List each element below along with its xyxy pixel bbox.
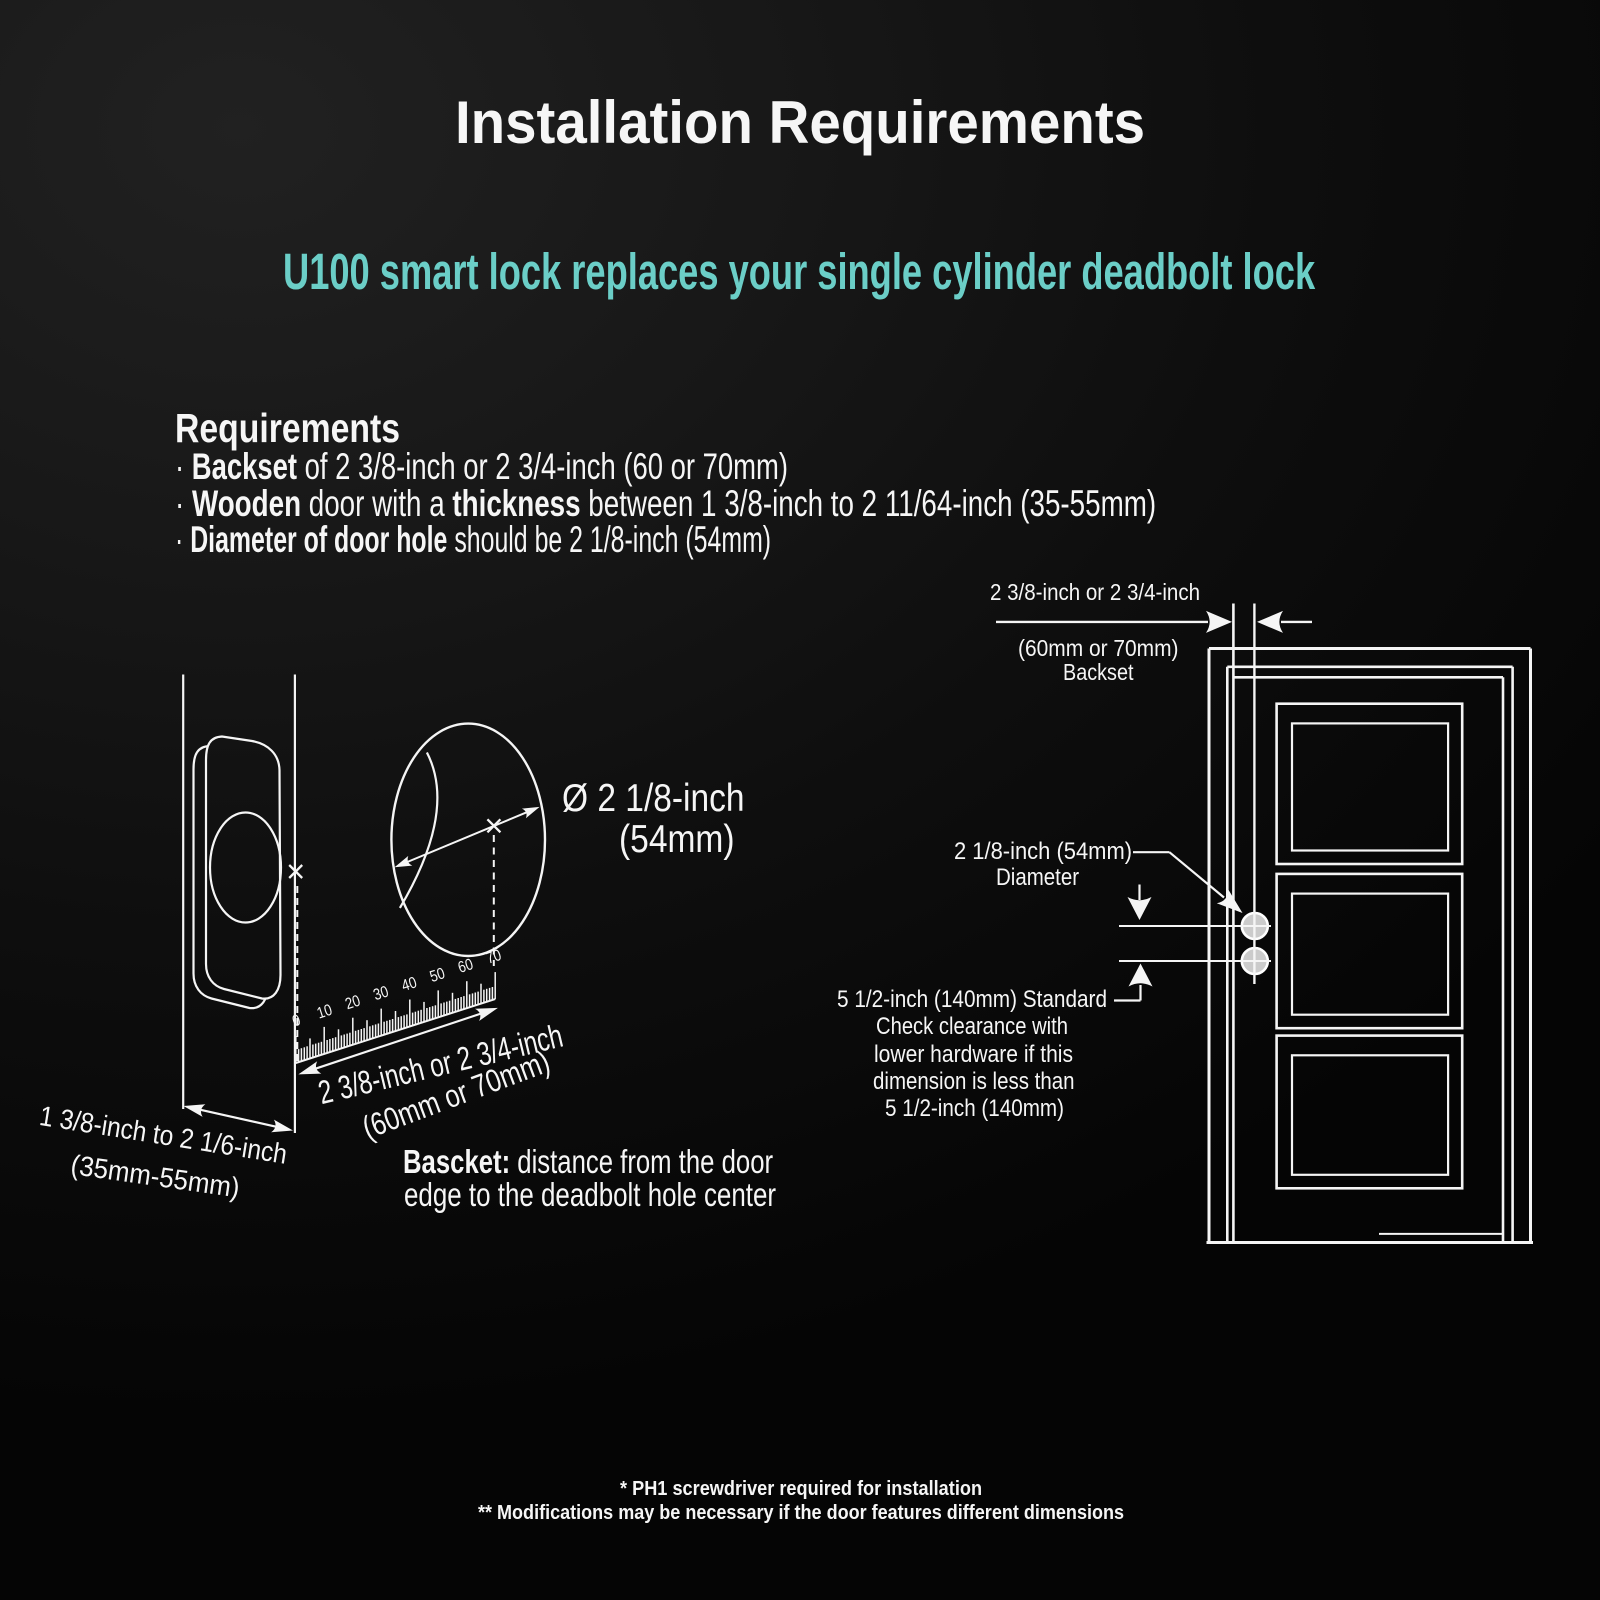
svg-text:30: 30 bbox=[371, 983, 391, 1004]
svg-text:0: 0 bbox=[290, 1012, 302, 1031]
svg-text:60: 60 bbox=[456, 956, 476, 977]
svg-text:40: 40 bbox=[400, 974, 420, 995]
svg-text:50: 50 bbox=[428, 965, 448, 986]
svg-text:70: 70 bbox=[484, 947, 504, 968]
svg-text:10: 10 bbox=[315, 1002, 335, 1023]
svg-text:20: 20 bbox=[343, 993, 363, 1014]
